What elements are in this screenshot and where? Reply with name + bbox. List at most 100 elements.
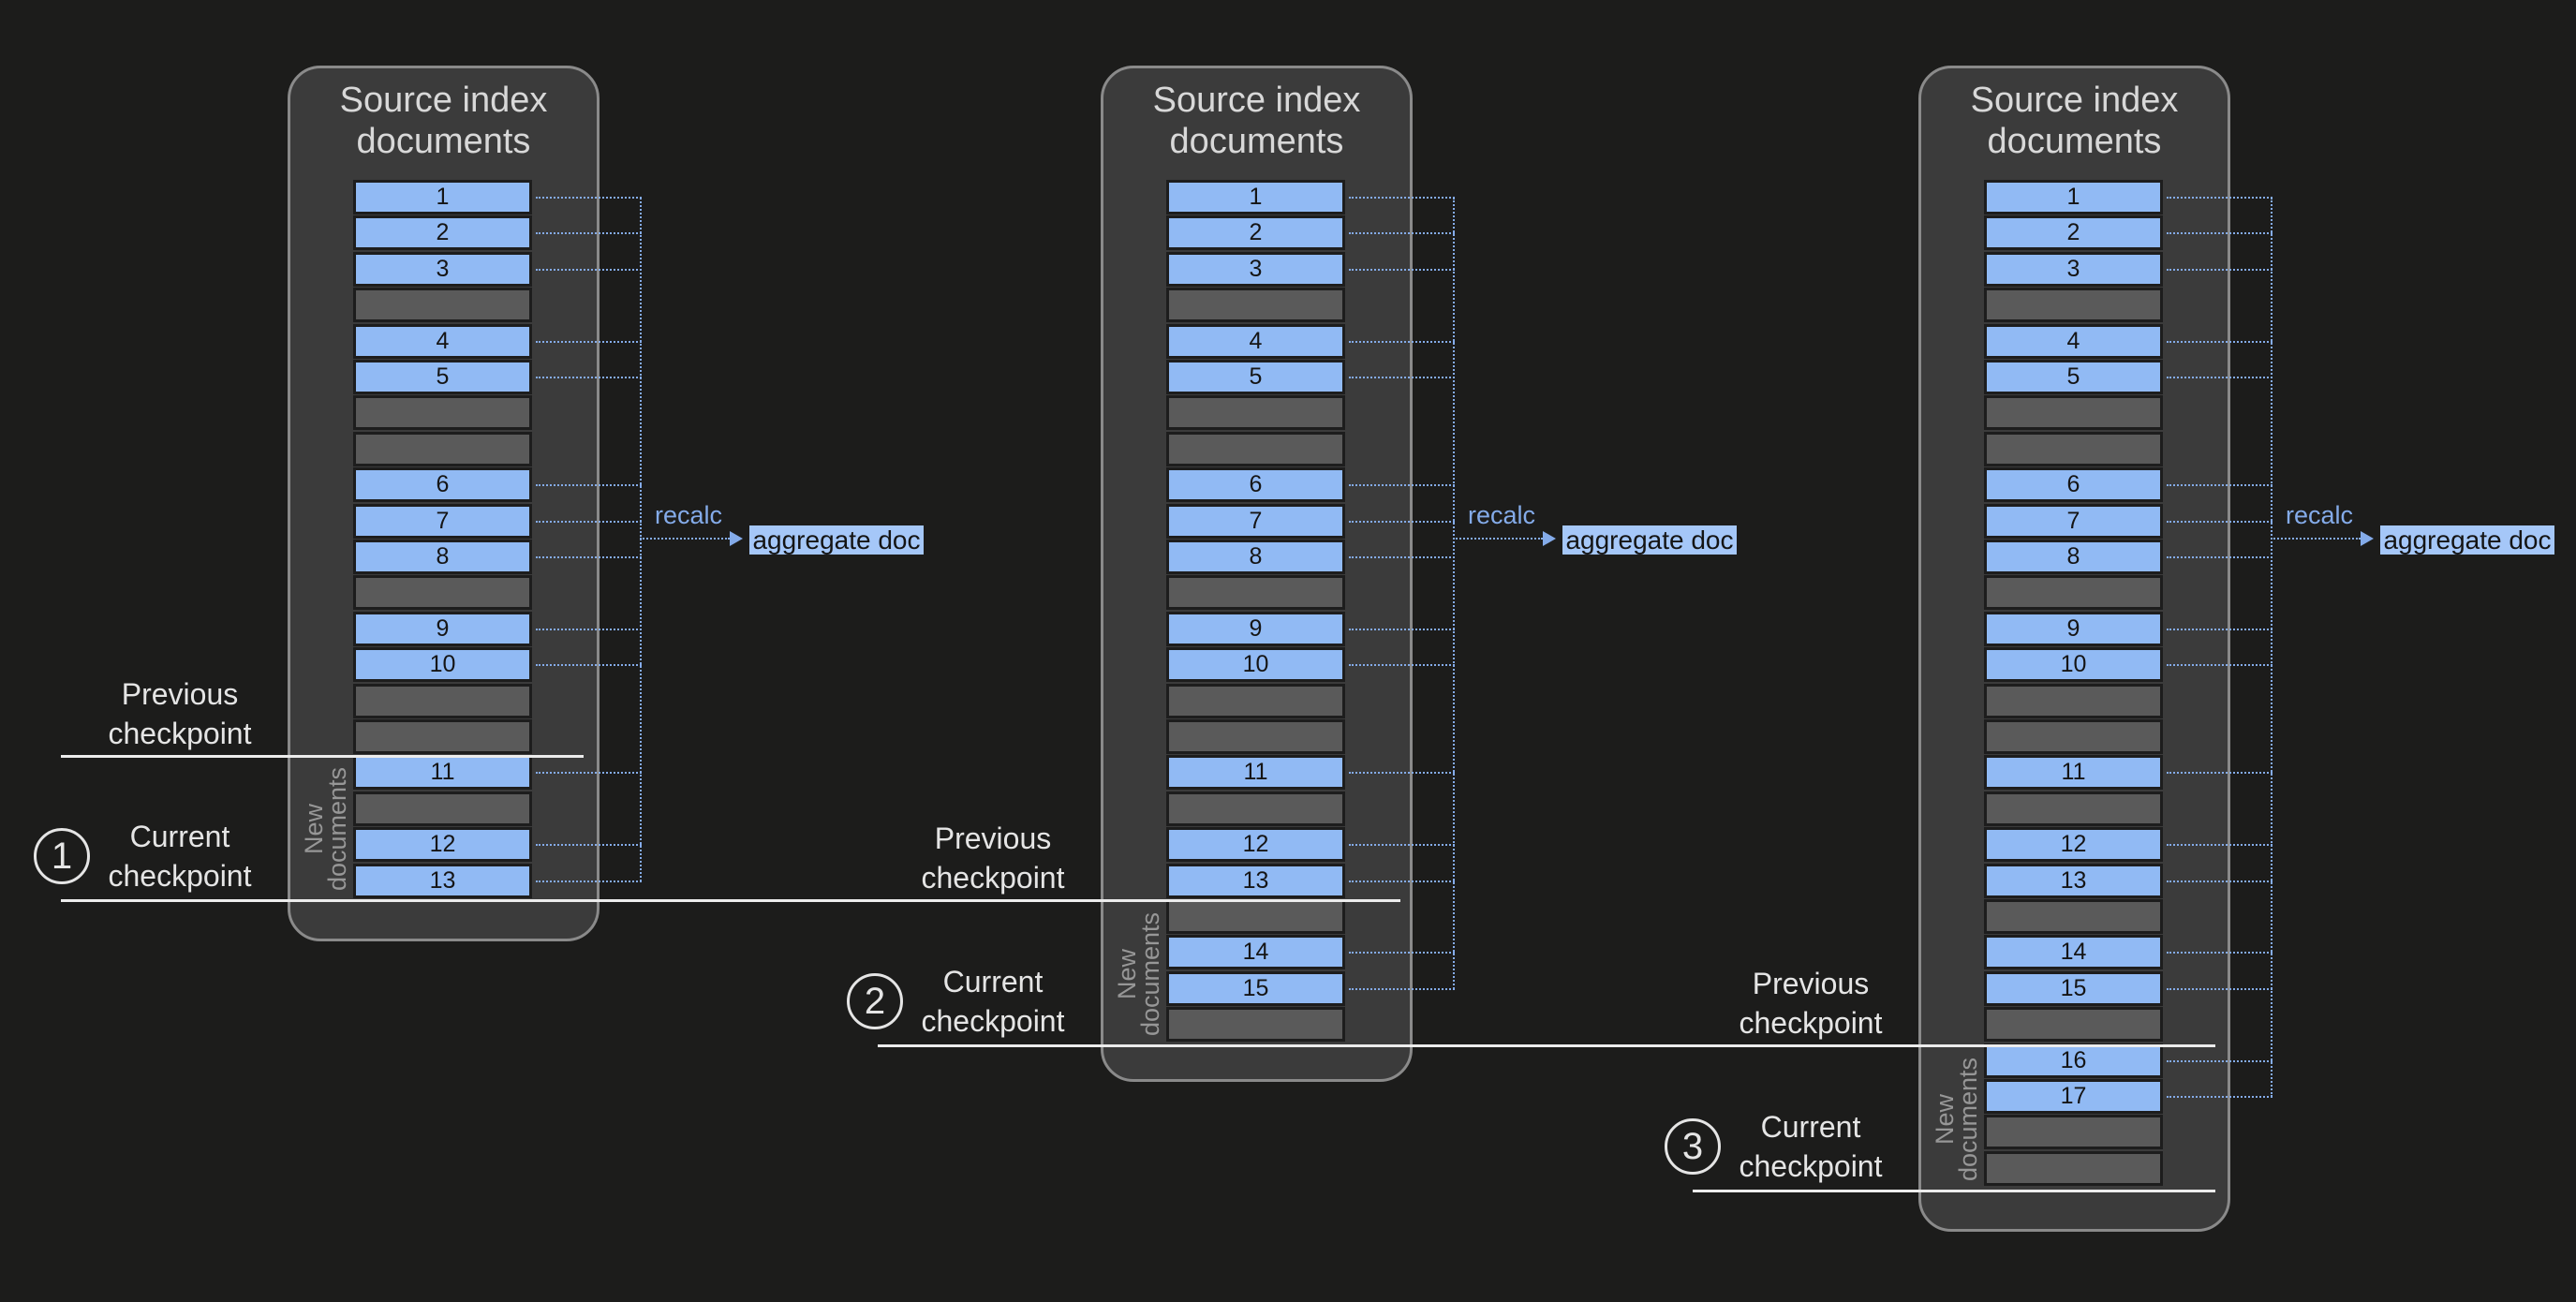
doc-row: 2 [1987,218,2160,248]
row-link-dotted-line [2167,268,2273,271]
previous-checkpoint-text-line: checkpoint [921,861,1065,895]
doc-row: 3 [1169,254,1342,284]
empty-row [1169,290,1342,320]
row-link-dotted-line [2167,340,2273,343]
row-link-dotted-line [2167,952,2273,954]
new-documents-label: New documents [300,766,351,892]
empty-row [1169,793,1342,823]
empty-row [1987,722,2160,751]
doc-row: 11 [1987,758,2160,788]
row-link-dotted-line [2167,377,2273,378]
empty-row [1987,398,2160,428]
row-link-dotted-line [536,556,642,558]
row-link-dotted-line [536,197,642,199]
previous-checkpoint-text-line: Previous [121,677,239,711]
recalc-arrow-line [1453,538,1543,540]
doc-row: 15 [1987,973,2160,1003]
aggregation-bracket-line [1453,198,1455,989]
row-link-dotted-line [536,484,642,487]
recalc-arrow-line [2271,538,2361,540]
recalc-arrow-line [640,538,730,540]
doc-row: 13 [1987,866,2160,895]
empty-row [1169,902,1342,931]
aggregate-doc-box: aggregate doc [749,525,924,555]
row-link-dotted-line [1349,987,1455,990]
row-link-dotted-line [2167,844,2273,847]
doc-row: 17 [1987,1082,2160,1111]
row-link-dotted-line [2167,772,2273,775]
doc-row: 14 [1987,938,2160,968]
doc-row: 9 [1169,614,1342,644]
empty-row [1987,1117,2160,1147]
doc-row: 7 [1169,506,1342,536]
row-link-dotted-line [1349,197,1455,199]
empty-row [356,290,529,320]
empty-row [1169,434,1342,464]
row-link-dotted-line [2167,880,2273,882]
row-link-dotted-line [2167,232,2273,235]
row-link-dotted-line [2167,197,2273,199]
checkpoint-number-badge: 2 [847,973,903,1029]
empty-row [1987,902,2160,931]
aggregate-doc-box: aggregate doc [2380,525,2554,555]
empty-row [356,686,529,716]
doc-row: 4 [1987,326,2160,356]
row-link-dotted-line [1349,664,1455,667]
empty-row [1987,1010,2160,1040]
doc-row: 12 [1987,830,2160,860]
panel-title-line: Source index [1152,81,1361,120]
doc-row: 4 [356,326,529,356]
empty-row [1987,686,2160,716]
panel-title-line: documents [1987,122,2162,161]
empty-row [1987,434,2160,464]
empty-row [356,722,529,751]
empty-row [1169,578,1342,608]
empty-row [356,398,529,428]
empty-row [1169,686,1342,716]
checkpoint-line [61,899,1400,902]
row-link-dotted-line [1349,772,1455,775]
current-checkpoint-text-line: checkpoint [1739,1149,1883,1183]
row-link-dotted-line [536,520,642,523]
doc-row: 10 [1987,650,2160,680]
aggregation-bracket-line [2271,198,2273,1097]
doc-row: 8 [1987,542,2160,571]
empty-row [1987,578,2160,608]
doc-row: 3 [356,254,529,284]
doc-row: 9 [1987,614,2160,644]
previous-checkpoint-text-line: Previous [1752,967,1870,1000]
panel-title-line: documents [356,122,531,161]
row-link-dotted-line [1349,268,1455,271]
current-checkpoint-text-line: Current [129,820,230,853]
doc-row: 9 [356,614,529,644]
new-documents-label: New documents [1931,1057,1982,1181]
doc-row: 5 [1987,362,2160,392]
doc-row: 6 [356,470,529,500]
panel-title-line: Source index [339,81,548,120]
current-checkpoint-text-line: checkpoint [108,859,252,893]
current-checkpoint-text-line: Current [1760,1110,1861,1144]
row-link-dotted-line [536,844,642,847]
doc-row: 14 [1169,938,1342,968]
checkpoint-line [1693,1190,2215,1192]
doc-row: 12 [356,830,529,860]
doc-row: 11 [356,758,529,788]
panel-title-line: documents [1169,122,1344,161]
row-link-dotted-line [1349,556,1455,558]
doc-row: 16 [1987,1045,2160,1075]
doc-row: 13 [356,866,529,895]
recalc-label: recalc [1468,501,1536,529]
doc-row: 1 [356,183,529,212]
doc-row: 11 [1169,758,1342,788]
doc-row: 10 [1169,650,1342,680]
empty-row [356,793,529,823]
row-link-dotted-line [1349,628,1455,630]
current-checkpoint-text-line: checkpoint [921,1004,1065,1038]
row-link-dotted-line [1349,520,1455,523]
